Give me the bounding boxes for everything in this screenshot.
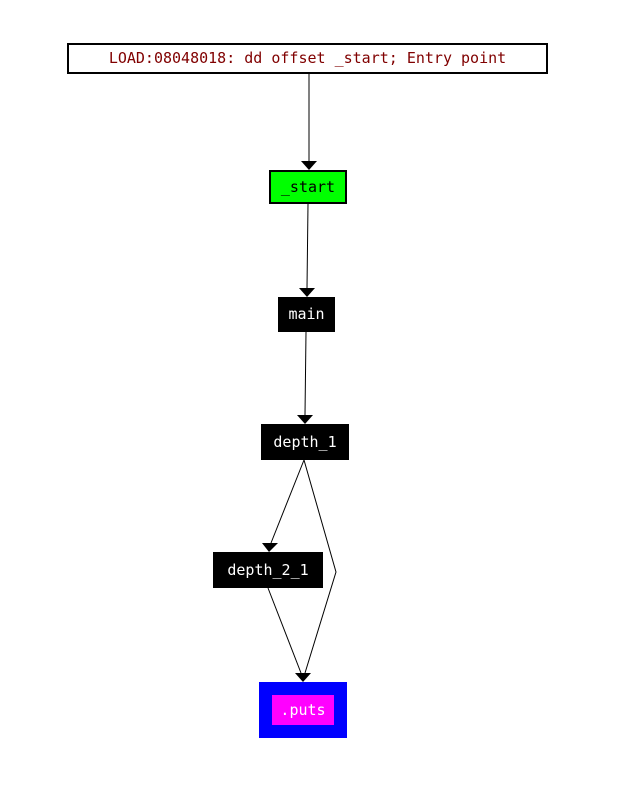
arrowhead-puts (295, 673, 311, 682)
node-main[interactable]: main (278, 297, 335, 332)
node-depth-1-label: depth_1 (273, 432, 337, 451)
node-main-label: main (288, 305, 325, 323)
node-entry-point-label: LOAD:08048018: dd offset _start; Entry p… (108, 49, 507, 67)
node-puts-label: .puts (280, 700, 326, 719)
arrowhead-start (301, 161, 317, 170)
edge-main-to-depth-1 (304, 331, 307, 416)
node-puts-inner: .puts (272, 695, 334, 725)
node-start-label: _start (280, 177, 336, 196)
node-start[interactable]: _start (269, 170, 347, 204)
node-depth-1[interactable]: depth_1 (261, 424, 349, 460)
node-depth-2-1-label: depth_2_1 (227, 560, 309, 579)
arrowhead-main (299, 288, 315, 297)
edge-start-to-main (306, 203, 309, 289)
arrowhead-depth-2-1 (262, 543, 278, 552)
edge-depth-1-to-puts (303, 459, 337, 674)
edge-depth-1-to-depth-2-1 (270, 459, 305, 544)
node-entry-point[interactable]: LOAD:08048018: dd offset _start; Entry p… (67, 43, 548, 74)
edge-depth-2-1-to-puts (267, 587, 302, 674)
node-depth-2-1[interactable]: depth_2_1 (213, 552, 323, 588)
node-puts[interactable]: .puts (259, 682, 347, 738)
arrowhead-depth-1 (297, 415, 313, 424)
